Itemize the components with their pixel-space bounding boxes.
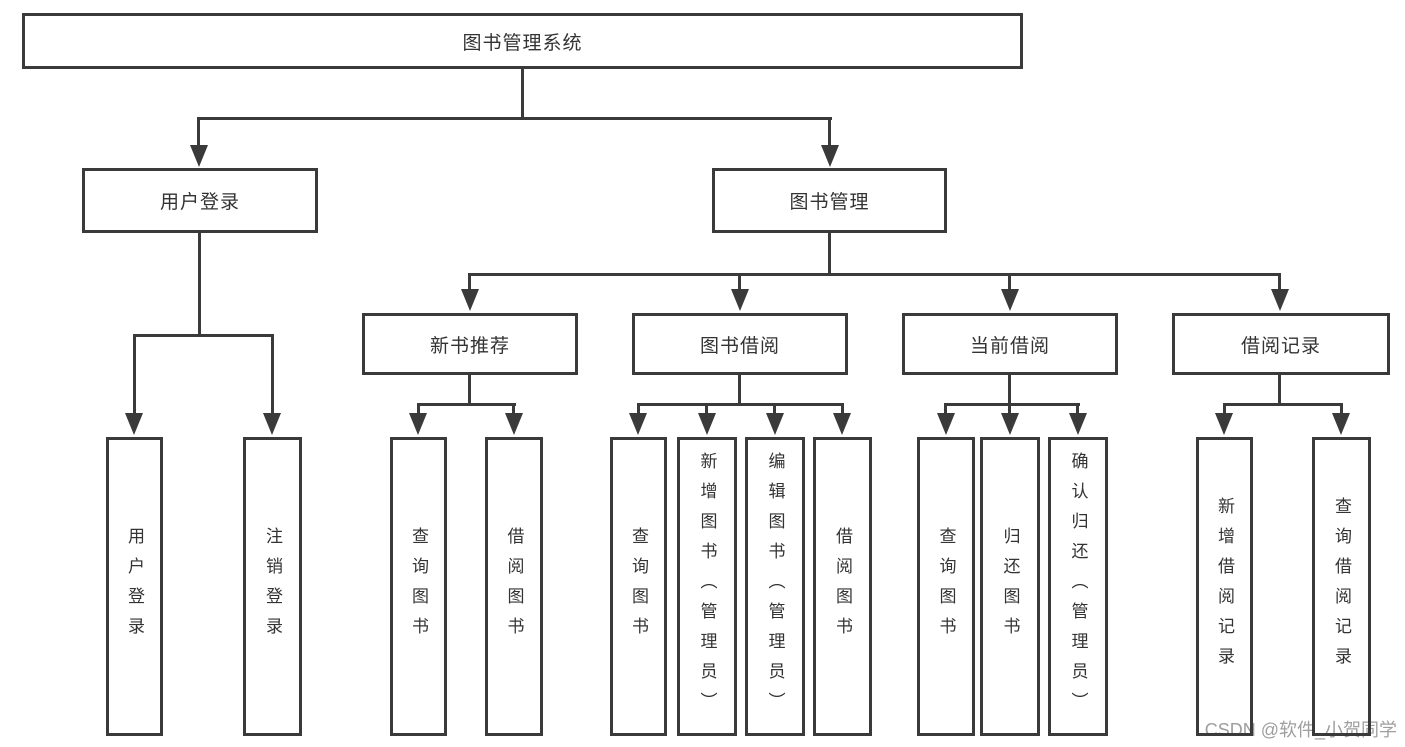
leaf-query-books-recommend: 查询图书 [390,437,447,736]
leaf-label: 借阅图书 [504,526,524,647]
leaf-label: 借阅图书 [833,526,852,647]
arrow-down-icon [766,413,784,435]
arrow-down-icon [1271,289,1289,311]
connector-line [1340,403,1343,417]
connector-line [468,273,1281,276]
connector-line [1008,375,1011,406]
connector-line [738,273,741,291]
node-book-management: 图书管理 [712,168,947,233]
leaf-label: 确认归还（管理员） [1068,451,1088,722]
arrow-down-icon [1215,413,1233,435]
connector-line [133,334,274,337]
arrow-down-icon [1332,413,1350,435]
arrow-down-icon [937,413,955,435]
leaf-confirm-return-admin: 确认归还（管理员） [1048,437,1108,736]
csdn-watermark: CSDN @软件_小贺同学 [1204,720,1397,740]
connector-line [198,233,201,336]
arrow-down-icon [409,413,427,435]
arrow-down-icon [698,413,716,435]
arrow-down-icon [629,413,647,435]
connector-line [705,403,708,417]
connector-line [1008,273,1011,291]
connector-line [1278,375,1281,406]
leaf-user-login: 用户登录 [106,437,163,736]
node-book-borrowing: 图书借阅 [632,313,848,375]
connector-line [637,403,844,406]
connector-line [828,117,831,147]
connector-line [468,375,471,406]
connector-line [197,117,200,147]
leaf-label: 查询借阅记录 [1332,496,1351,677]
node-borrowing-records: 借阅记录 [1172,313,1390,375]
node-label: 用户登录 [159,192,240,213]
leaf-logout: 注销登录 [243,437,302,736]
connector-line [521,69,524,118]
connector-line [828,233,831,276]
connector-line [773,403,776,417]
arrow-down-icon [461,289,479,311]
connector-line [738,375,741,406]
node-label: 借阅记录 [1240,335,1321,357]
connector-line [512,403,515,417]
leaf-label: 查询图书 [629,526,648,647]
node-label: 图书借阅 [699,335,780,357]
connector-line [468,273,471,291]
node-label: 图书管理 [789,192,870,213]
leaf-borrow-books-recommend: 借阅图书 [485,437,543,736]
leaf-label: 查询图书 [936,526,956,647]
arrow-down-icon [1001,413,1019,435]
arrow-down-icon [125,413,143,435]
arrow-down-icon [833,413,851,435]
connector-line [841,403,844,417]
connector-line [1008,403,1011,417]
leaf-label: 编辑图书（管理员） [765,451,785,722]
connector-line [417,403,516,406]
node-current-borrowing: 当前借阅 [902,313,1118,375]
leaf-label: 新增图书（管理员） [697,451,717,722]
node-new-book-recommendation: 新书推荐 [362,313,578,375]
arrow-down-icon [505,413,523,435]
leaf-add-borrow-record: 新增借阅记录 [1196,437,1253,736]
leaf-return-books: 归还图书 [980,437,1040,736]
connector-line [417,403,420,417]
leaf-query-books-current: 查询图书 [917,437,975,736]
connector-line [197,117,832,120]
leaf-edit-books-admin: 编辑图书（管理员） [745,437,805,736]
leaf-label: 用户登录 [125,526,144,647]
node-label: 当前借阅 [969,335,1050,357]
connector-line [1278,273,1281,291]
leaf-label: 注销登录 [263,526,282,647]
arrow-down-icon [1001,289,1019,311]
leaf-add-books-admin: 新增图书（管理员） [677,437,737,736]
leaf-query-borrow-record: 查询借阅记录 [1312,437,1371,736]
connector-line [1076,403,1079,417]
leaf-query-books-borrow: 查询图书 [610,437,667,736]
connector-line [637,403,640,417]
connector-line [271,334,274,415]
leaf-label: 查询图书 [409,526,428,647]
leaf-label: 归还图书 [1000,526,1020,647]
node-label: 新书推荐 [429,335,510,357]
connector-line [1223,403,1343,406]
node-label: 图书管理系统 [462,32,583,54]
arrow-down-icon [1069,413,1087,435]
arrow-down-icon [821,145,839,167]
arrow-down-icon [731,289,749,311]
leaf-borrow-books: 借阅图书 [813,437,872,736]
connector-line [944,403,1080,406]
arrow-down-icon [263,413,281,435]
leaf-label: 新增借阅记录 [1215,496,1234,677]
node-user-login: 用户登录 [82,168,318,233]
node-library-management-system: 图书管理系统 [22,13,1023,69]
connector-line [1223,403,1226,417]
connector-line [944,403,947,417]
arrow-down-icon [190,145,208,167]
connector-line [133,334,136,415]
